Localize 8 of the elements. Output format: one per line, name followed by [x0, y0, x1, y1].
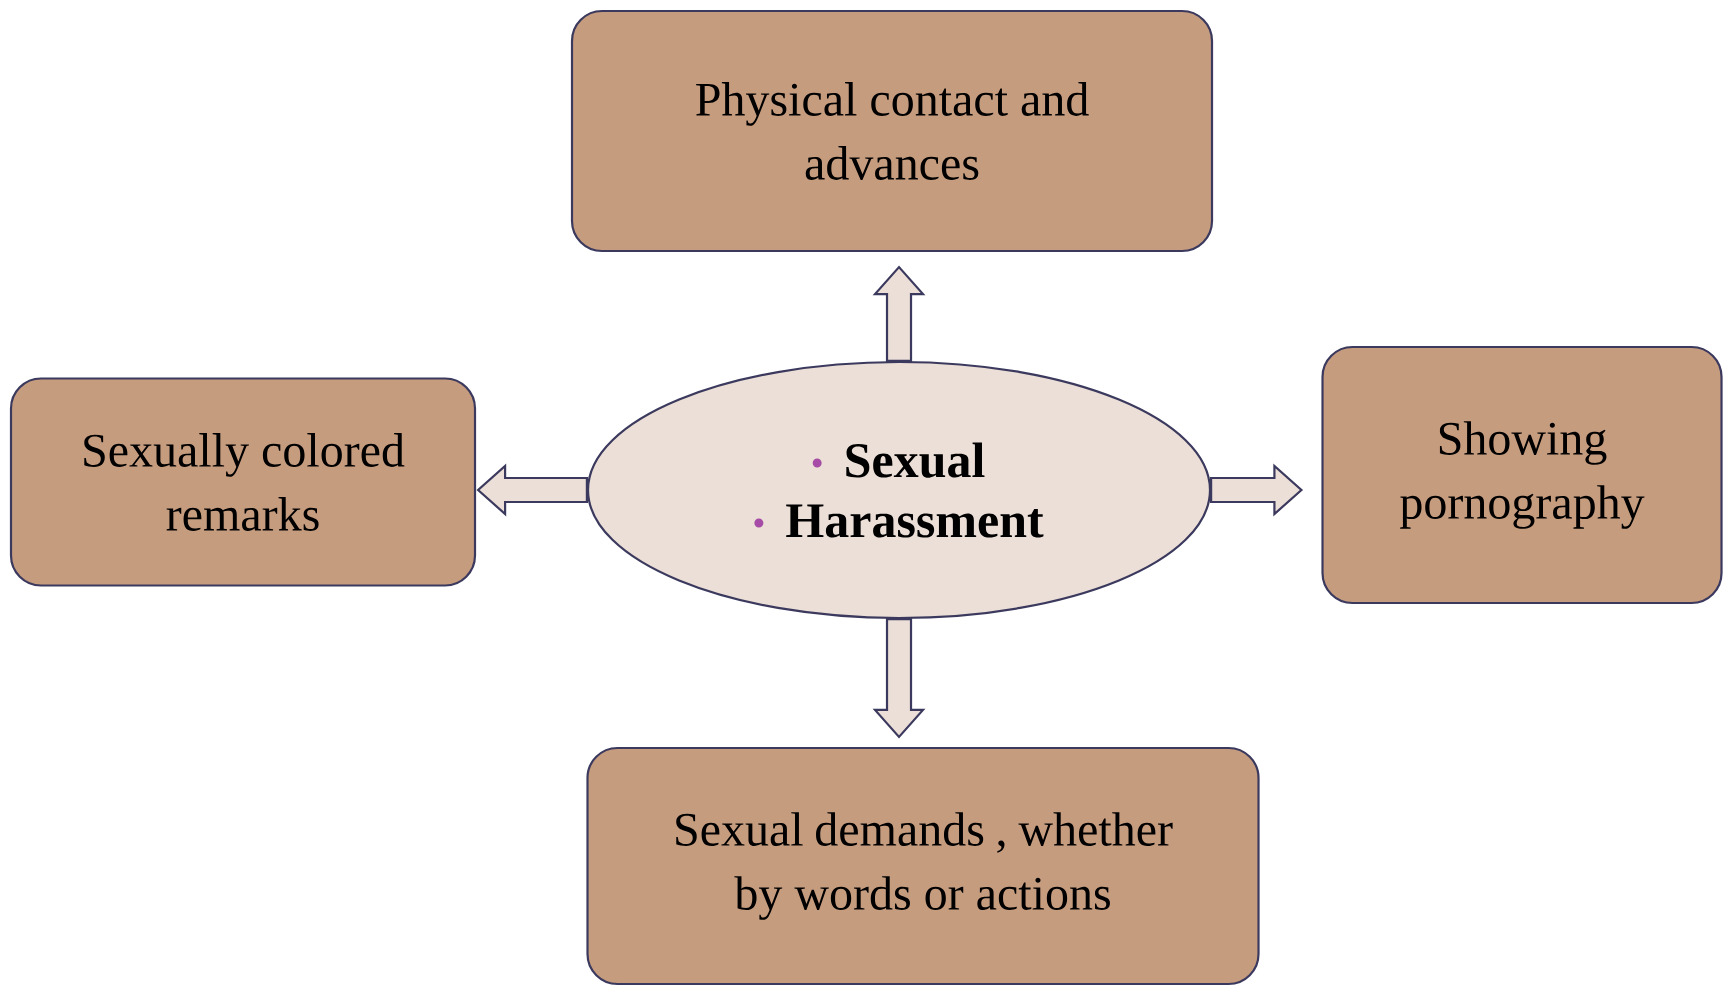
- block-arrow: [1210, 463, 1304, 517]
- block-arrow: [476, 463, 588, 517]
- block-arrow: [872, 618, 926, 739]
- rounded-box: Sexually colored remarks: [9, 377, 477, 587]
- rounded-box: Physical contact and advances: [570, 9, 1214, 253]
- rounded-box: Sexual demands , whether by words or actions: [586, 746, 1260, 986]
- block-arrow: [872, 265, 926, 362]
- rounded-box: Showing pornography: [1321, 345, 1723, 605]
